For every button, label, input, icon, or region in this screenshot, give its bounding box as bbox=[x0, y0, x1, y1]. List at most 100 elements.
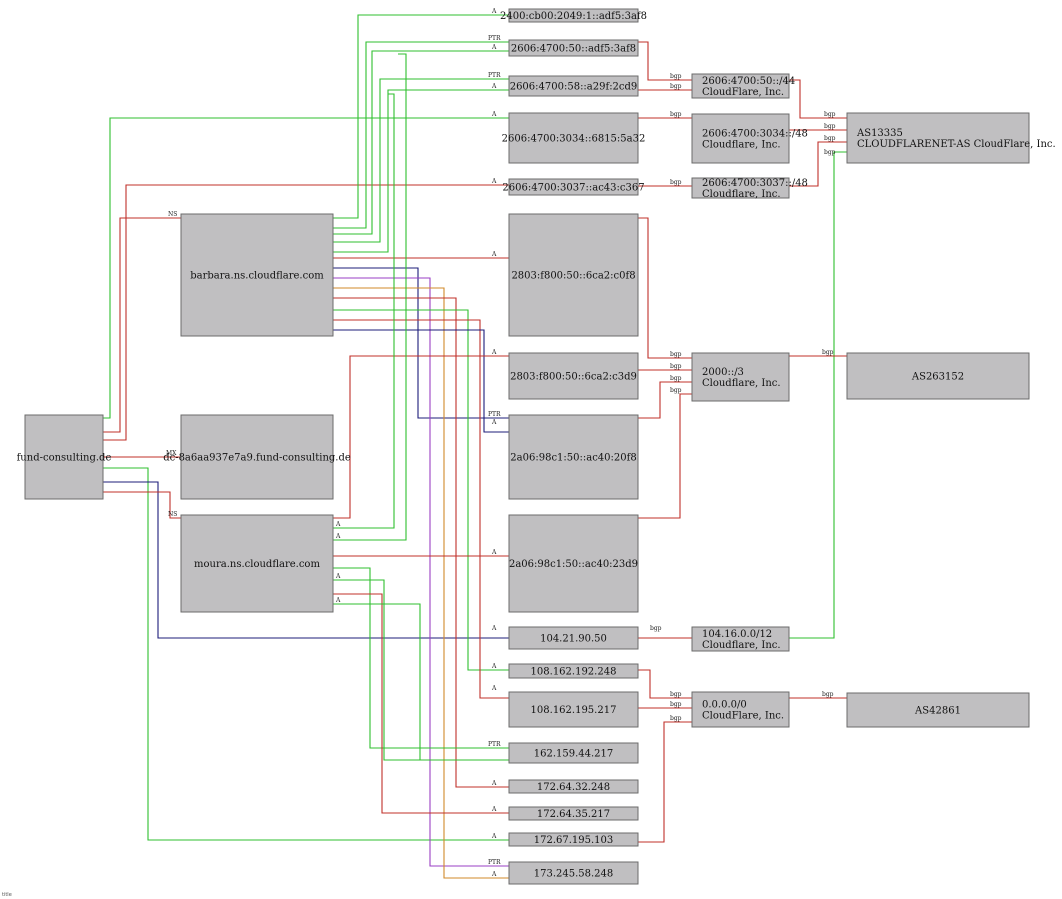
node-sublabel: CLOUDFLARENET-AS CloudFlare, Inc. bbox=[857, 139, 1056, 150]
edge-fund-barbara-ns: NS bbox=[103, 211, 181, 433]
edge-fund-ip4: A bbox=[103, 111, 509, 419]
node-ip17: 173.245.58.248 bbox=[508, 861, 639, 885]
node-sublabel: CloudFlare, Inc. bbox=[702, 711, 784, 722]
edge-fund-ip10: A bbox=[103, 481, 509, 639]
node-label: 2606:4700:50::/44 bbox=[702, 76, 795, 87]
edge-moura-ip11b: A bbox=[333, 597, 468, 761]
node-box bbox=[508, 861, 639, 885]
edge-ip3-pf1: bgp bbox=[638, 83, 692, 91]
edge-label: PTR bbox=[488, 35, 501, 42]
node-box bbox=[508, 742, 639, 764]
edge-line bbox=[103, 467, 509, 841]
node-box bbox=[508, 39, 639, 57]
node-box bbox=[508, 352, 639, 400]
edge-pf6-as3: bgp bbox=[789, 691, 847, 699]
edge-line bbox=[789, 79, 847, 119]
node-label: AS13335 bbox=[856, 128, 903, 139]
edge-label: bgp bbox=[670, 691, 682, 698]
node-label: 2606:4700:3037::ac43:c367 bbox=[502, 183, 644, 194]
node-label: 108.162.192.248 bbox=[531, 667, 617, 678]
node-label: 2606:4700:3034::/48 bbox=[702, 129, 808, 140]
node-box bbox=[180, 514, 334, 613]
edge-label: bgp bbox=[670, 83, 682, 90]
edge-line bbox=[103, 481, 509, 639]
edge-label: A bbox=[491, 663, 497, 670]
edge-line bbox=[103, 184, 509, 441]
node-ip16: 172.67.195.103 bbox=[508, 832, 639, 847]
edge-line bbox=[333, 567, 509, 749]
edge-line bbox=[333, 53, 407, 541]
node-box bbox=[508, 414, 639, 500]
node-ip13: 162.159.44.217 bbox=[508, 742, 639, 764]
edge-label: A bbox=[491, 44, 497, 51]
edge-moura-ip2: A bbox=[333, 53, 407, 541]
node-label: fund-consulting.de bbox=[17, 453, 112, 464]
node-ip11: 108.162.192.248 bbox=[508, 663, 639, 679]
edge-label: bgp bbox=[670, 111, 682, 118]
node-label: 172.67.195.103 bbox=[534, 835, 614, 846]
node-label: AS42861 bbox=[914, 706, 961, 717]
edge-line bbox=[333, 89, 509, 253]
edge-line bbox=[333, 93, 395, 529]
edge-line bbox=[333, 287, 509, 879]
node-box bbox=[508, 832, 639, 847]
edge-fund-dc-mx: MX bbox=[103, 450, 181, 458]
edge-pf4-as2: bgp bbox=[789, 349, 847, 357]
node-sublabel: Cloudflare, Inc. bbox=[702, 640, 781, 651]
edge-label: bgp bbox=[670, 375, 682, 382]
edge-label: PTR bbox=[488, 741, 501, 748]
node-box bbox=[846, 352, 1030, 400]
node-label: 2000::/3 bbox=[702, 367, 744, 378]
node-ip2: 2606:4700:50::adf5:3af8 bbox=[508, 39, 639, 57]
node-label: 2a06:98c1:50::ac40:23d9 bbox=[509, 559, 638, 570]
edge-label: A bbox=[335, 597, 341, 604]
edge-label: A bbox=[491, 419, 497, 426]
node-label: 2606:4700:3034::6815:5a32 bbox=[502, 134, 646, 145]
edge-fund-ip16: A bbox=[103, 467, 509, 841]
edge-moura-ip15: A bbox=[333, 593, 509, 814]
edge-fund-moura-ns: NS bbox=[103, 491, 181, 519]
edge-label: A bbox=[335, 521, 341, 528]
node-box bbox=[508, 178, 639, 196]
node-label: 104.21.90.50 bbox=[540, 634, 607, 645]
node-label: 0.0.0.0/0 bbox=[702, 700, 747, 711]
edge-label: bgp bbox=[822, 691, 834, 698]
edge-label: A bbox=[491, 178, 497, 185]
node-box bbox=[508, 213, 639, 337]
edge-barbara-ip14: A bbox=[333, 297, 509, 788]
edge-line bbox=[333, 14, 509, 219]
node-label: 172.64.35.217 bbox=[537, 809, 610, 820]
node-sublabel: Cloudflare, Inc. bbox=[702, 189, 781, 200]
edge-line bbox=[333, 593, 509, 814]
node-label: 2606:4700:50::adf5:3af8 bbox=[511, 44, 636, 55]
edge-line bbox=[638, 669, 692, 699]
node-label: barbara.ns.cloudflare.com bbox=[190, 271, 324, 282]
edge-line bbox=[103, 491, 181, 519]
edge-label: PTR bbox=[488, 411, 501, 418]
node-sublabel: Cloudflare, Inc. bbox=[702, 378, 781, 389]
edge-moura-ip9: A bbox=[333, 549, 509, 557]
node-ip9: 2a06:98c1:50::ac40:23d9 bbox=[508, 514, 639, 613]
edge-label: bgp bbox=[650, 625, 662, 632]
edge-label: NS bbox=[168, 211, 177, 218]
edge-barbara-ip6: A bbox=[333, 251, 509, 259]
edge-line bbox=[638, 721, 692, 843]
edge-line bbox=[333, 603, 468, 761]
edge-line bbox=[789, 151, 847, 639]
edge-line bbox=[333, 277, 509, 867]
edge-barbara-ip1: A bbox=[333, 8, 509, 219]
node-box bbox=[508, 691, 639, 728]
node-layer: fund-consulting.de barbara.ns.cloudflare.… bbox=[17, 8, 1056, 885]
node-box bbox=[24, 414, 104, 500]
edge-label: bgp bbox=[824, 149, 836, 156]
edge-label: bgp bbox=[822, 349, 834, 356]
edge-moura-ip13b: A bbox=[333, 573, 509, 761]
edge-label: A bbox=[491, 349, 497, 356]
edge-pf1-as1: bgp bbox=[789, 79, 847, 119]
node-label: 162.159.44.217 bbox=[534, 749, 614, 760]
edge-ip4-pf2: bgp bbox=[638, 111, 692, 119]
edge-line bbox=[333, 309, 509, 671]
